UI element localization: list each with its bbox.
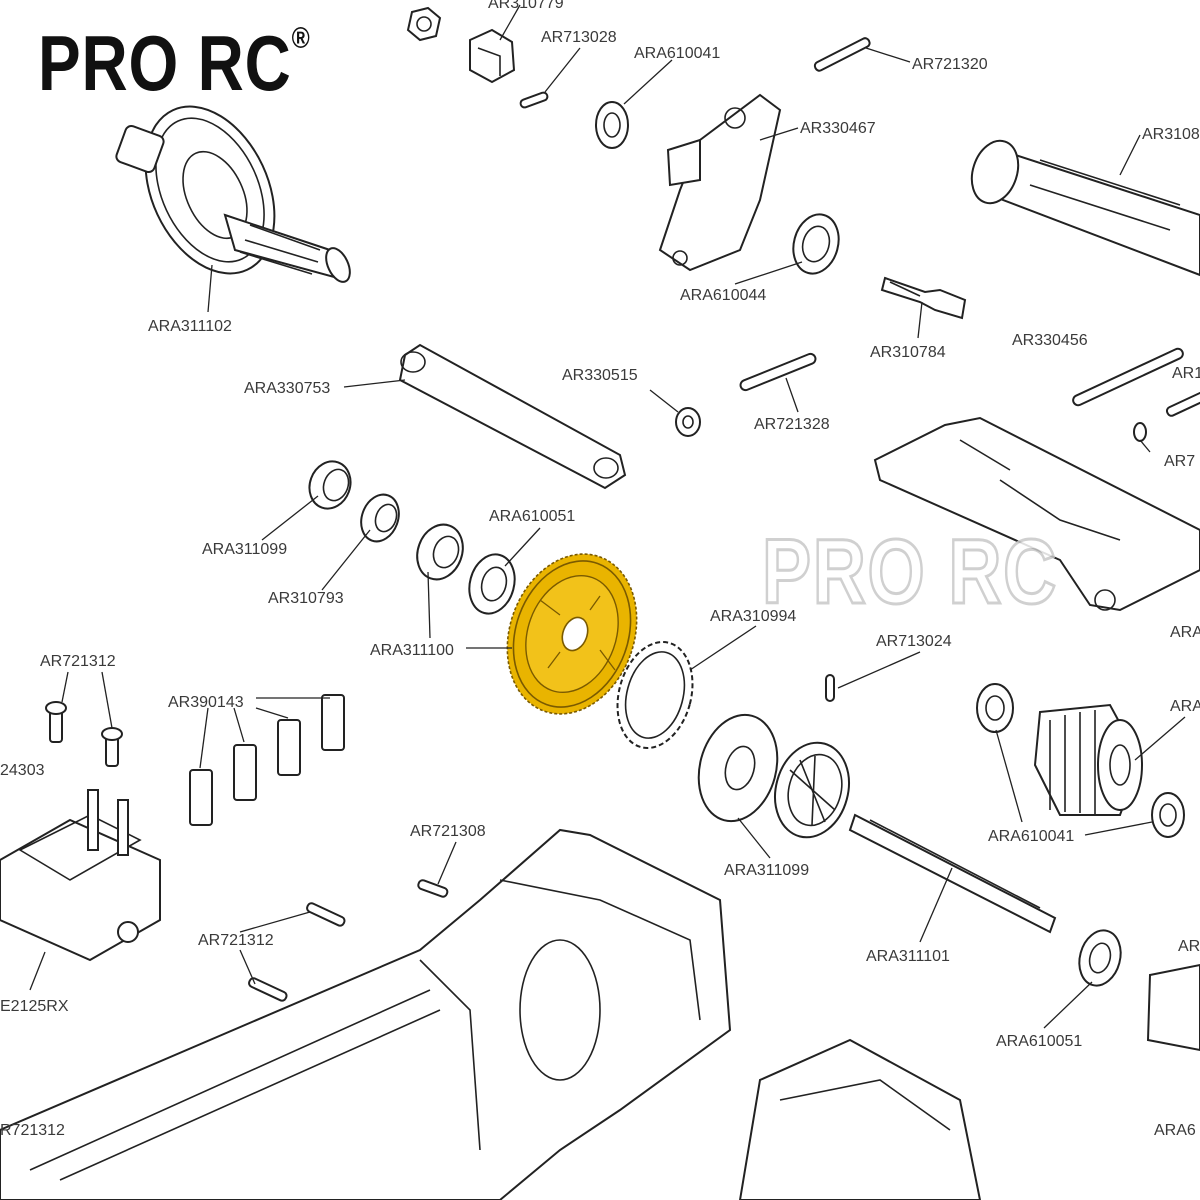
watermark-text: PRO RC — [761, 520, 1058, 625]
label-e2125rx-cut: E2125RX — [0, 998, 69, 1015]
label-ar310793: AR310793 — [268, 590, 344, 607]
washer-right — [1133, 422, 1147, 442]
slipper-pad — [697, 713, 779, 823]
label-ar330467: AR330467 — [800, 120, 876, 137]
label-ara311099-bottom: ARA311099 — [724, 862, 809, 879]
label-ar721308: AR721308 — [410, 823, 486, 840]
label-ar721320: AR721320 — [912, 56, 988, 73]
pin-ar330456 — [1072, 347, 1184, 407]
pin-ar310784 — [880, 276, 967, 320]
screws-ar721312-top — [45, 701, 123, 767]
label-ara311102: ARA311102 — [148, 318, 232, 335]
label-ar3108: AR3108 — [1142, 126, 1200, 143]
screw-ar721308 — [417, 879, 449, 898]
label-ara610051-bottom: ARA610051 — [996, 1033, 1082, 1050]
label-ar390143: AR390143 — [168, 694, 244, 711]
label-ar721328: AR721328 — [754, 416, 830, 433]
label-ara330753: ARA330753 — [244, 380, 330, 397]
label-ara310994: ARA310994 — [710, 608, 796, 625]
label-ar1-cut: AR1 — [1172, 365, 1200, 382]
shaft-ara311101 — [848, 813, 1057, 934]
pinion-gear-right — [1033, 703, 1143, 816]
registered-mark: ® — [291, 22, 311, 55]
label-ara311100: ARA311100 — [370, 642, 454, 659]
pin-ar713028 — [519, 91, 549, 109]
chassis-main — [0, 828, 982, 1200]
label-24303-cut: 24303 — [0, 762, 45, 779]
pin-ar721320 — [813, 37, 871, 72]
part-labels: AR310779 AR713028 ARA610041 AR721320 AR3… — [0, 0, 1200, 1139]
label-ar7-cut: AR7 — [1164, 453, 1195, 470]
label-r721312-cut: R721312 — [0, 1122, 65, 1139]
bracket-ar330467 — [658, 93, 782, 272]
label-ara311099-left: ARA311099 — [202, 541, 287, 558]
suspension-arm-right — [873, 416, 1200, 612]
bearing-ara610041-right — [976, 683, 1014, 733]
sleeve-ara311100-left — [416, 523, 464, 581]
bearing-ara610051-mid — [468, 553, 516, 615]
bushing-ar330515 — [675, 407, 701, 437]
label-ara-cut-1: ARA — [1170, 624, 1200, 641]
brand-name: PRO RC — [38, 19, 292, 107]
label-ara311101: ARA311101 — [866, 948, 950, 965]
label-ar310779: AR310779 — [488, 0, 564, 12]
drive-shaft-top-right — [970, 139, 1200, 277]
leader-lines — [29, 4, 1186, 1029]
brand-logo: PRO RC® — [38, 18, 311, 109]
label-ara6-cut: ARA6 — [1154, 1122, 1196, 1139]
highlighted-spur-gear — [506, 553, 638, 715]
pin-right-cut — [1165, 388, 1200, 417]
label-ar721312-mid: AR721312 — [198, 932, 274, 949]
label-ara-cut-2: ARA — [1170, 698, 1200, 715]
connectors-ar390143 — [189, 694, 345, 826]
label-ara610041-top: ARA610041 — [634, 45, 720, 62]
label-ar330515: AR330515 — [562, 367, 638, 384]
label-ara610044: ARA610044 — [680, 287, 766, 304]
spring-ar310793 — [360, 493, 400, 543]
spline-part-right — [1146, 963, 1200, 1052]
screw-ar721312-a — [306, 902, 346, 927]
pin-ar721328 — [739, 352, 817, 392]
bearing-ara610041-bottom — [1151, 792, 1185, 838]
bearing-ara610044 — [792, 213, 840, 275]
one-way-bearing-ara311099 — [308, 460, 352, 510]
bearing-ara610051-bottom — [1078, 929, 1122, 987]
slipper-plate-ara310994 — [616, 641, 694, 749]
label-ara610051-mid: ARA610051 — [489, 508, 575, 525]
label-ar713028: AR713028 — [541, 29, 617, 46]
label-ar330456: AR330456 — [1012, 332, 1088, 349]
link-ara330753 — [398, 343, 627, 490]
label-ara610041-bottom: ARA610041 — [988, 828, 1074, 845]
screw-ar721312-b — [248, 977, 288, 1002]
label-ar713024: AR713024 — [876, 633, 952, 650]
esc-unit — [0, 789, 161, 962]
nut-hex-top — [406, 6, 516, 84]
bearing-top — [595, 101, 629, 149]
spur-gear-assembly-top — [115, 105, 351, 283]
label-ar721312-top: AR721312 — [40, 653, 116, 670]
slipper-hub — [774, 741, 850, 839]
label-ar310784: AR310784 — [870, 344, 946, 361]
label-ar-cut-3: AR — [1178, 938, 1200, 955]
pin-ar713024 — [825, 674, 835, 702]
